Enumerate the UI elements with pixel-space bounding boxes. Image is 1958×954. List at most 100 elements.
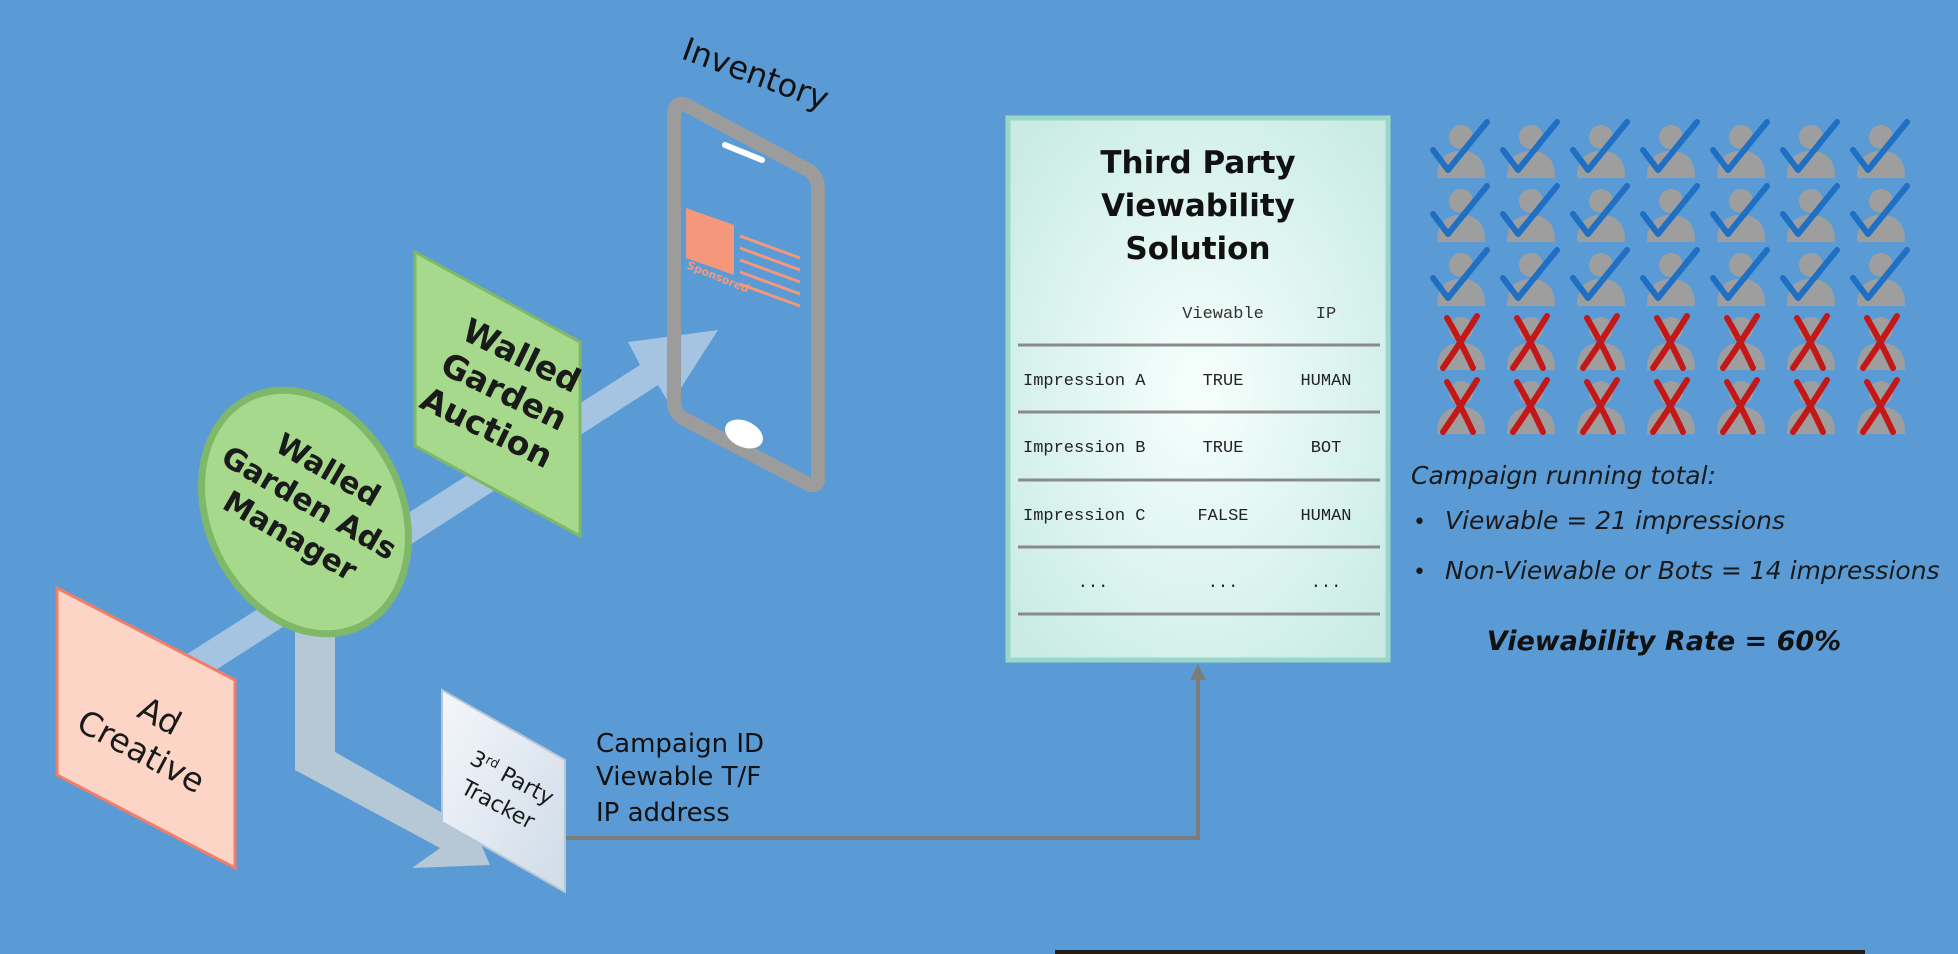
row-viewable: FALSE bbox=[1197, 507, 1248, 526]
non-viewable-impression bbox=[1647, 313, 1695, 371]
row-ip: ... bbox=[1311, 574, 1342, 593]
non-viewable-impression bbox=[1857, 377, 1905, 435]
non-viewable-impression bbox=[1577, 377, 1625, 435]
non-viewable-impression bbox=[1437, 313, 1485, 371]
non-viewable-impression bbox=[1437, 377, 1485, 435]
viewable-impression bbox=[1850, 247, 1910, 306]
table-row: Impression C FALSE HUMAN bbox=[1023, 507, 1352, 526]
check-icon bbox=[1430, 247, 1490, 301]
viewable-impression bbox=[1780, 183, 1840, 242]
row-viewable: TRUE bbox=[1203, 439, 1244, 458]
check-icon bbox=[1710, 183, 1770, 237]
ad-creative: Ad Creative bbox=[55, 585, 237, 871]
solution-title-line3: Solution bbox=[1125, 231, 1270, 267]
solution-title-line2: Viewability bbox=[1101, 188, 1295, 224]
viewable-impression bbox=[1570, 119, 1630, 178]
third-party-tracker: 3rd Party Tracker bbox=[441, 688, 566, 894]
check-icon bbox=[1780, 183, 1840, 237]
solution-title-line1: Third Party bbox=[1100, 145, 1295, 181]
check-icon bbox=[1570, 183, 1630, 237]
check-icon bbox=[1850, 183, 1910, 237]
check-icon bbox=[1570, 119, 1630, 173]
cross-icon bbox=[1510, 377, 1550, 435]
check-icon bbox=[1780, 119, 1840, 173]
viewable-impression bbox=[1430, 183, 1490, 242]
viewable-impression bbox=[1500, 247, 1560, 306]
viewable-impression bbox=[1570, 183, 1630, 242]
row-name: Impression C bbox=[1023, 507, 1145, 526]
cross-icon bbox=[1650, 377, 1690, 435]
row-name: Impression B bbox=[1023, 439, 1145, 458]
viewable-impression bbox=[1710, 119, 1770, 178]
phone-device: Sponsored bbox=[667, 96, 825, 493]
check-icon bbox=[1640, 119, 1700, 173]
table-row: Impression B TRUE BOT bbox=[1023, 439, 1341, 458]
viewable-impression bbox=[1780, 119, 1840, 178]
viewable-impression bbox=[1570, 247, 1630, 306]
bottom-bar bbox=[1055, 950, 1865, 954]
table-row: Impression A TRUE HUMAN bbox=[1023, 372, 1352, 391]
cross-icon bbox=[1440, 313, 1480, 371]
non-viewable-impression bbox=[1717, 377, 1765, 435]
non-viewable-impression bbox=[1647, 377, 1695, 435]
check-icon bbox=[1710, 247, 1770, 301]
viewable-impression bbox=[1710, 247, 1770, 306]
check-icon bbox=[1780, 247, 1840, 301]
viewability-solution-panel: Third Party Viewability Solution Viewabl… bbox=[1005, 115, 1391, 663]
cross-icon bbox=[1860, 377, 1900, 435]
viewable-impression bbox=[1780, 247, 1840, 306]
non-viewable-impression bbox=[1717, 313, 1765, 371]
tracker-data-line-2: Viewable T/F bbox=[596, 762, 761, 792]
tracker-data-line-1: Campaign ID bbox=[596, 729, 764, 759]
inventory-label: Inventory bbox=[677, 30, 834, 118]
non-viewable-impression bbox=[1787, 313, 1835, 371]
table-row: ... ... ... bbox=[1078, 574, 1342, 593]
cross-icon bbox=[1650, 313, 1690, 371]
bullet-dot: • bbox=[1413, 510, 1426, 535]
viewable-impression bbox=[1640, 183, 1700, 242]
row-name: Impression A bbox=[1023, 372, 1146, 391]
viewability-rate: Viewability Rate = 60% bbox=[1487, 626, 1841, 657]
column-header-viewable: Viewable bbox=[1182, 305, 1264, 324]
walled-garden-auction: Walled Garden Auction bbox=[413, 249, 587, 539]
viewable-impression bbox=[1430, 119, 1490, 178]
check-icon bbox=[1640, 247, 1700, 301]
summary-heading: Campaign running total: bbox=[1411, 461, 1716, 490]
check-icon bbox=[1430, 183, 1490, 237]
viewable-impression bbox=[1500, 119, 1560, 178]
tracker-data-line-3: IP address bbox=[596, 798, 730, 828]
check-icon bbox=[1570, 247, 1630, 301]
viewable-impression bbox=[1430, 247, 1490, 306]
viewable-impression bbox=[1850, 183, 1910, 242]
cross-icon bbox=[1720, 377, 1760, 435]
non-viewable-impression bbox=[1507, 377, 1555, 435]
viewable-impression bbox=[1640, 119, 1700, 178]
cross-icon bbox=[1790, 313, 1830, 371]
non-viewable-impression bbox=[1577, 313, 1625, 371]
viewable-impression bbox=[1850, 119, 1910, 178]
sponsored-ad-icon: Sponsored bbox=[685, 208, 801, 308]
check-icon bbox=[1430, 119, 1490, 173]
viewable-impression bbox=[1710, 183, 1770, 242]
data-flow-connector bbox=[565, 664, 1206, 840]
check-icon bbox=[1850, 119, 1910, 173]
impression-grid bbox=[1430, 119, 1910, 435]
cross-icon bbox=[1860, 313, 1900, 371]
tracker-branch-arrow bbox=[295, 615, 490, 868]
bullet-dot: • bbox=[1413, 560, 1426, 585]
cross-icon bbox=[1440, 377, 1480, 435]
row-ip: BOT bbox=[1311, 439, 1342, 458]
cross-icon bbox=[1580, 313, 1620, 371]
cross-icon bbox=[1790, 377, 1830, 435]
cross-icon bbox=[1720, 313, 1760, 371]
row-viewable: ... bbox=[1208, 574, 1239, 593]
row-name: ... bbox=[1078, 574, 1109, 593]
cross-icon bbox=[1580, 377, 1620, 435]
viewable-impression bbox=[1640, 247, 1700, 306]
check-icon bbox=[1500, 119, 1560, 173]
row-ip: HUMAN bbox=[1300, 507, 1351, 526]
table-rules bbox=[1018, 343, 1380, 616]
summary-bullet-viewable: Viewable = 21 impressions bbox=[1445, 506, 1785, 535]
check-icon bbox=[1500, 183, 1560, 237]
